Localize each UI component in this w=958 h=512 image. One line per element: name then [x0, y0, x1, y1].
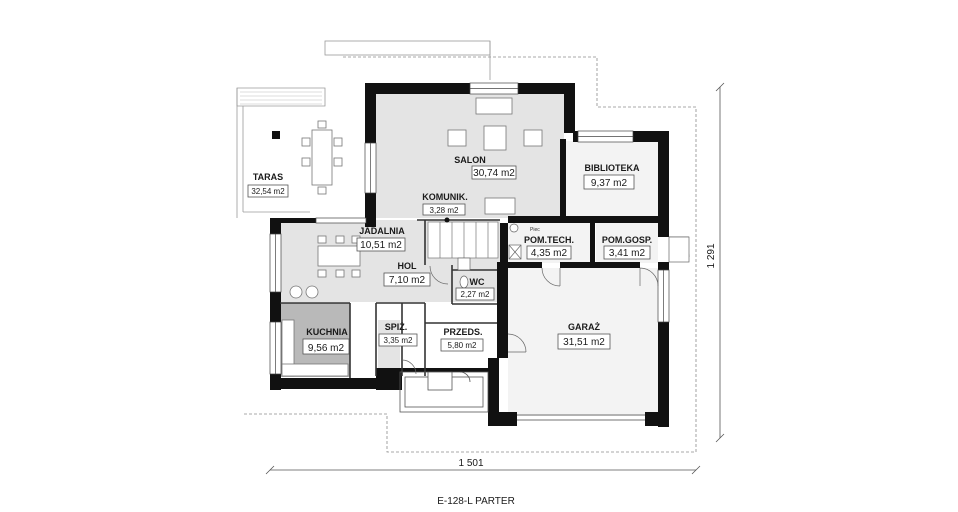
terrace-pillar	[272, 131, 280, 139]
garaz-area: 31,51 m2	[563, 337, 605, 348]
stairs	[427, 221, 499, 259]
komunik-area: 3,28 m2	[430, 206, 459, 215]
kuchnia-name: KUCHNIA	[306, 327, 348, 337]
plan-caption: E-128-L PARTER	[437, 496, 515, 507]
komunik-name: KOMUNIK.	[422, 192, 468, 202]
salon-furniture	[447, 97, 543, 215]
salon-floor	[376, 94, 564, 218]
taras-name: TARAS	[253, 172, 283, 182]
wc-area: 2,27 m2	[461, 290, 490, 299]
roof-outline	[243, 56, 697, 453]
terrace-outline	[236, 40, 491, 218]
area-boxes	[247, 165, 651, 355]
dining-table	[289, 235, 361, 299]
biblioteka-name: BIBLIOTEKA	[585, 163, 640, 173]
spiz-area: 3,35 m2	[384, 336, 413, 345]
komunik-marker	[444, 217, 450, 223]
doors	[401, 236, 690, 375]
jadalnia-name: JADALNIA	[359, 226, 405, 236]
taras-area: 32,54 m2	[251, 187, 285, 196]
boiler	[508, 223, 522, 260]
kitchen-counter	[281, 319, 349, 377]
depth-dimension-line	[715, 82, 725, 443]
width-dimension: 1 501	[458, 458, 483, 469]
pom-tech-area: 4,35 m2	[531, 248, 568, 259]
wc-fixtures	[457, 257, 471, 289]
garaz-name: GARAŻ	[568, 322, 600, 332]
garage-door	[517, 414, 645, 421]
jadalnia-area: 10,51 m2	[360, 240, 402, 251]
terrace-hatch	[240, 91, 322, 105]
pom-tech-name: POM.TECH.	[524, 235, 574, 245]
przeds-name: PRZEDS.	[443, 327, 482, 337]
entrance-porch	[399, 371, 489, 413]
hol-name: HOL	[398, 261, 418, 271]
pom-gosp-area: 3,41 m2	[609, 248, 646, 259]
przeds-area: 5,80 m2	[448, 341, 477, 350]
windows	[269, 82, 670, 375]
hol-area: 7,10 m2	[389, 275, 426, 286]
salon-area: 30,74 m2	[473, 168, 515, 179]
width-dimension-line	[265, 465, 701, 475]
spiz-name: SPIŻ.	[385, 322, 408, 332]
piec-label: Piec	[530, 227, 540, 233]
depth-dimension: 1 291	[706, 243, 717, 268]
biblioteka-area: 9,37 m2	[591, 178, 628, 189]
wc-name: WC	[470, 277, 485, 287]
terrace-table	[301, 120, 343, 195]
kuchnia-area: 9,56 m2	[308, 343, 345, 354]
pom-gosp-name: POM.GOSP.	[602, 235, 652, 245]
salon-name: SALON	[454, 155, 486, 165]
